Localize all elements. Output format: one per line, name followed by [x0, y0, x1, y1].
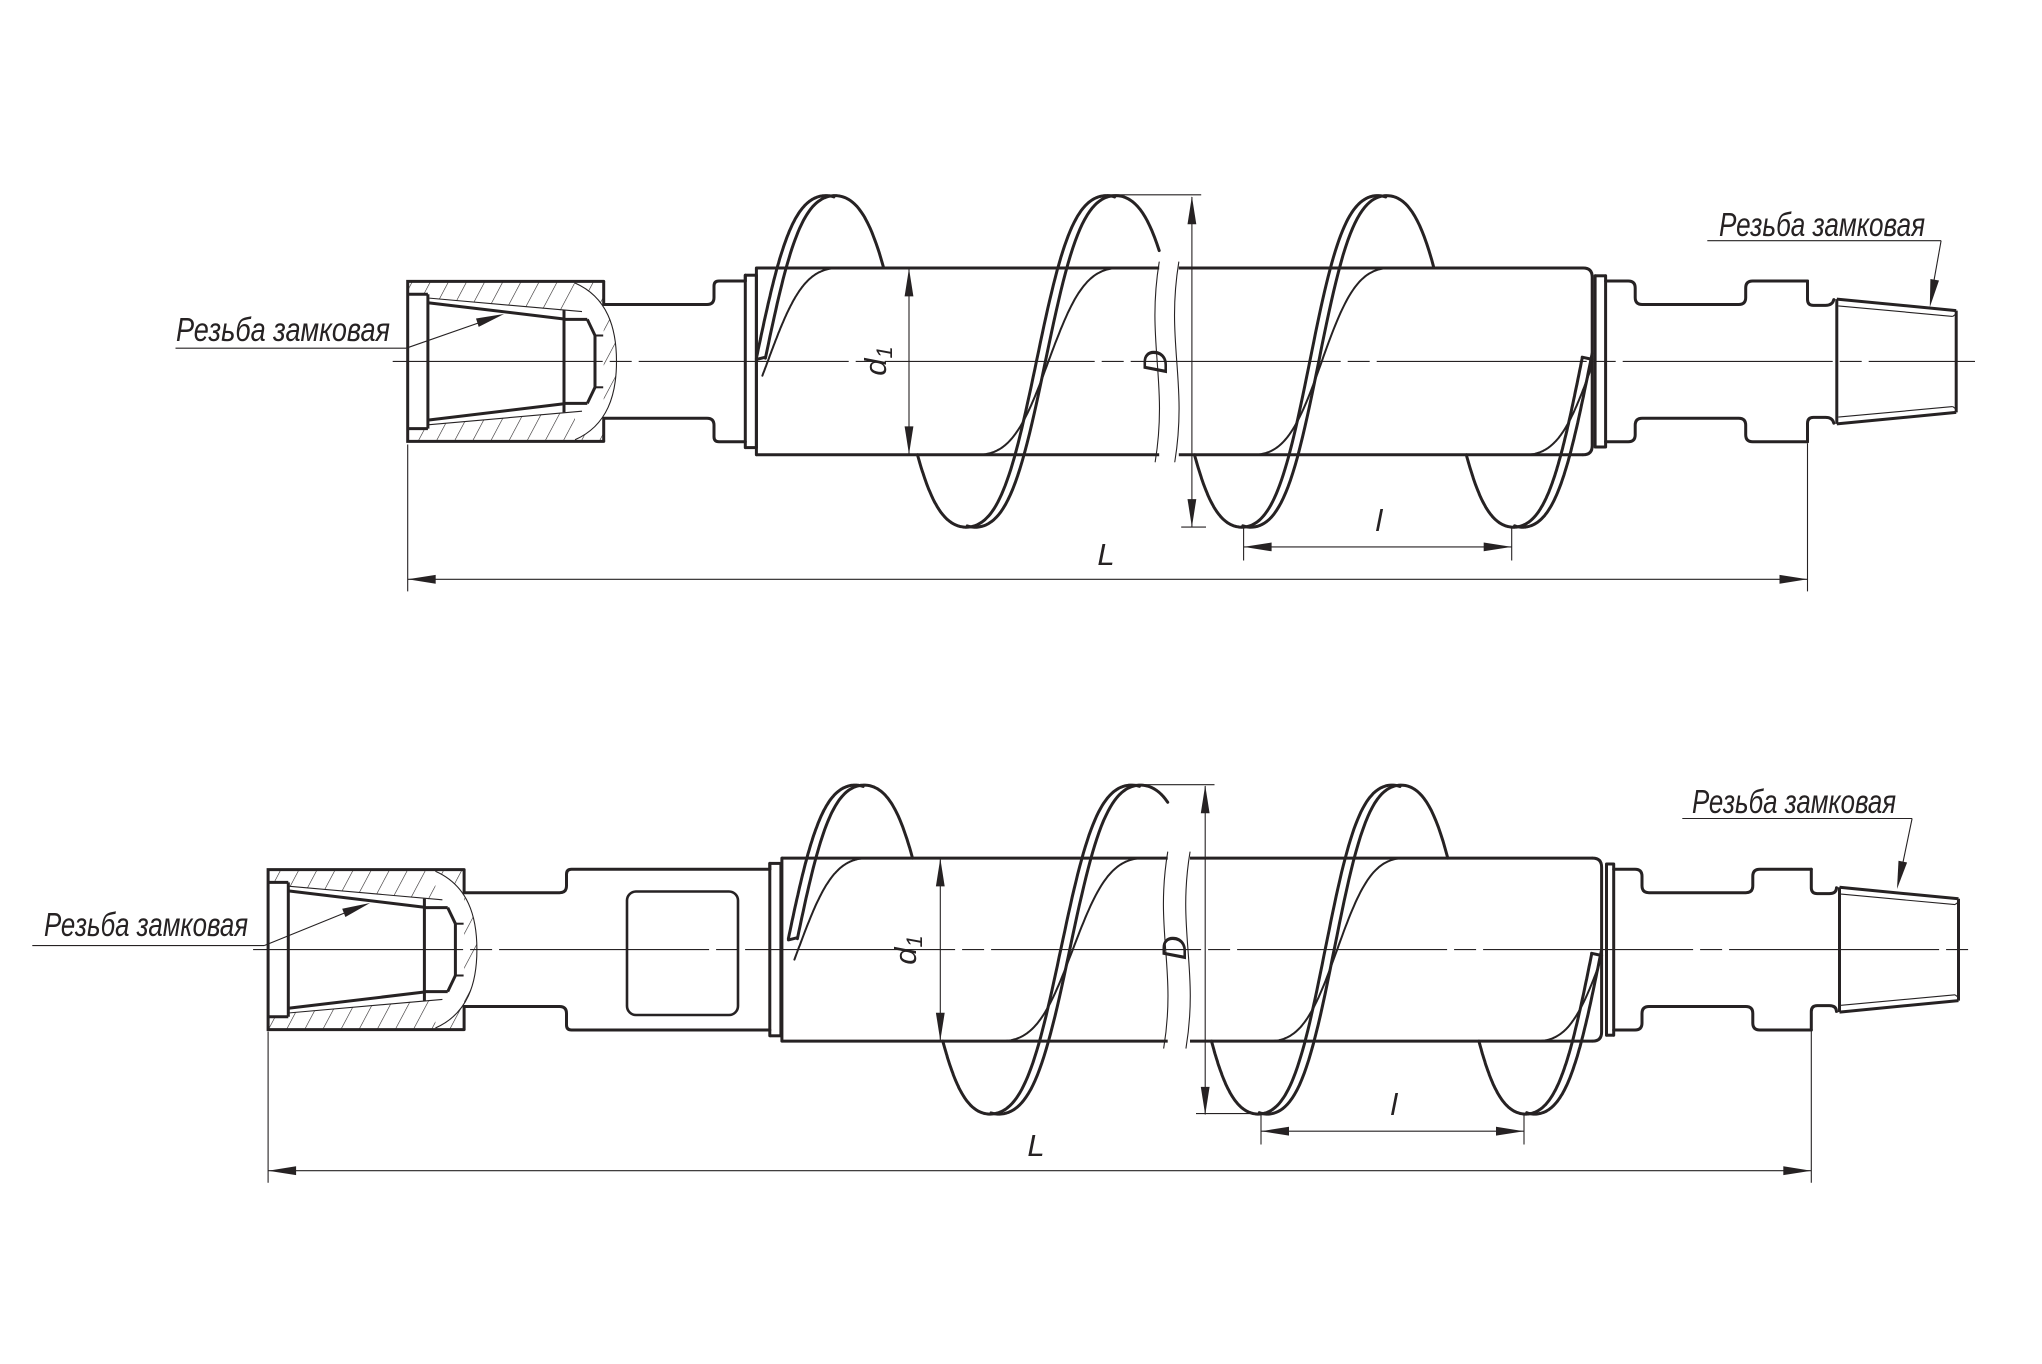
svg-text:Резьба замковая: Резьба замковая	[176, 311, 390, 348]
svg-text:l: l	[1391, 1087, 1399, 1122]
svg-text:D: D	[1137, 350, 1175, 375]
svg-text:d1: d1	[888, 935, 927, 965]
svg-text:L: L	[1097, 537, 1114, 572]
svg-text:Резьба замковая: Резьба замковая	[1692, 783, 1896, 820]
svg-text:Резьба замковая: Резьба замковая	[44, 906, 248, 943]
svg-text:d1: d1	[858, 346, 897, 376]
svg-text:l: l	[1376, 503, 1384, 538]
svg-text:L: L	[1027, 1128, 1044, 1163]
svg-text:D: D	[1156, 936, 1194, 961]
svg-text:Резьба замковая: Резьба замковая	[1719, 206, 1925, 243]
